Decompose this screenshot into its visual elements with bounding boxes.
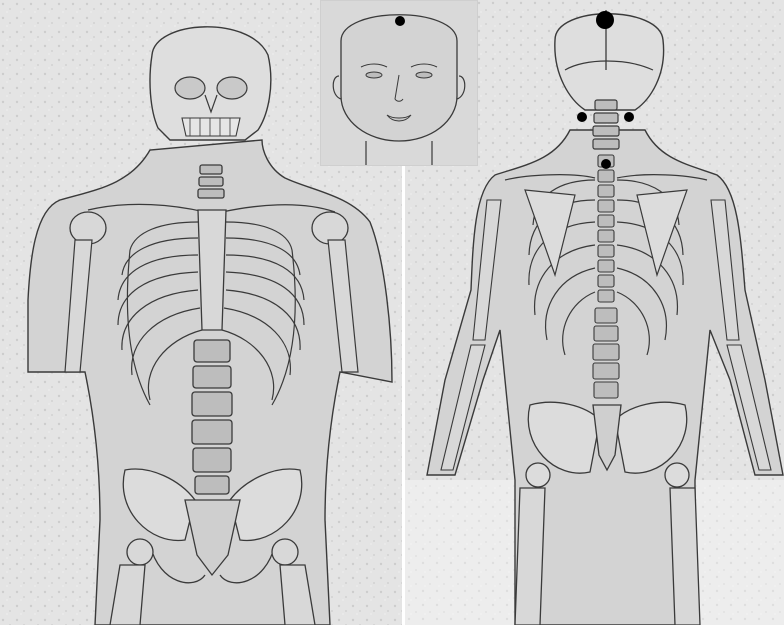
upper-back-point-marker [601,159,611,169]
right-eye [416,72,432,78]
left-neck-point-marker [577,112,587,122]
skull [150,27,271,140]
crown-point-marker [596,11,614,29]
face-illustration [321,1,477,165]
right-neck-point-marker [624,112,634,122]
sternum [198,210,226,330]
forehead-point-marker [395,16,405,26]
left-eye [366,72,382,78]
face-inset-panel [320,0,478,166]
